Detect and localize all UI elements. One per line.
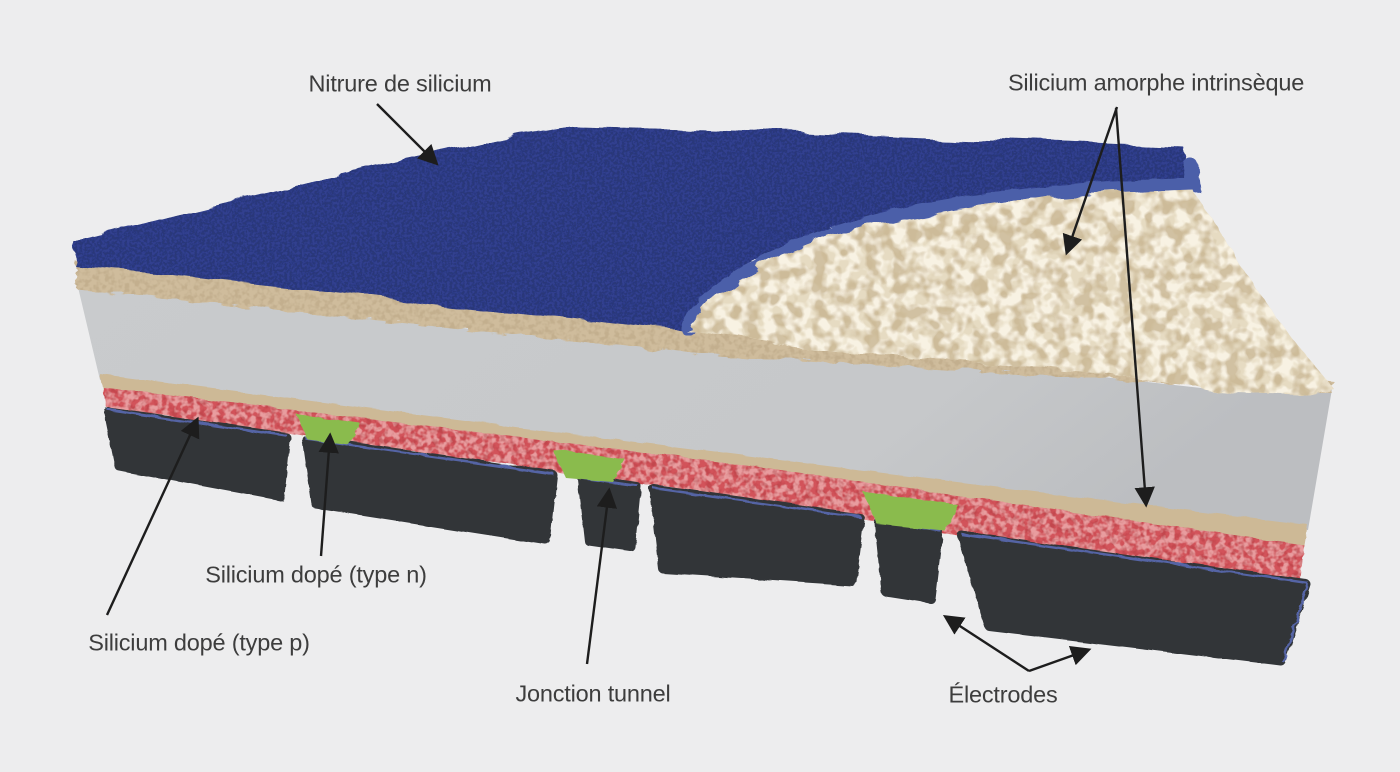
label-doped-silicon-type-n: Silicium dopé (type n) <box>205 561 427 588</box>
electrode-block <box>957 531 1311 666</box>
label-doped-silicon-type-p: Silicium dopé (type p) <box>88 629 310 656</box>
arrow-doped-n <box>318 432 339 557</box>
doped-n-regions <box>296 414 958 531</box>
amorphous-silicon-layer <box>686 190 1332 394</box>
label-intrinsic-amorphous-silicon: Silicium amorphe intrinsèque <box>1007 69 1305 96</box>
annotation-arrows <box>105 103 1155 673</box>
label-tunnel-junction: Jonction tunnel <box>515 680 671 707</box>
electrodes-group <box>103 407 1311 666</box>
label-silicon-nitride: Nitrure de silicium <box>308 70 492 97</box>
arrow-doped-p <box>105 416 200 616</box>
label-electrodes: Électrodes <box>948 681 1058 708</box>
nitride-edge-band <box>681 158 1202 337</box>
doped-n-region <box>296 414 360 445</box>
wafer-gray-layer <box>77 283 1332 530</box>
arrow-electrode-right <box>1028 645 1092 673</box>
doped-n-region <box>552 449 625 482</box>
arrow-amorphous-lower <box>1114 107 1155 508</box>
arrow-nitride <box>376 103 439 166</box>
silicon-nitride-layer <box>73 126 1193 331</box>
electrode-block <box>874 518 944 604</box>
arrow-electrode-left <box>942 614 1030 673</box>
arrow-amorphous-top <box>1062 106 1119 256</box>
arrow-tunnel <box>585 487 618 665</box>
electrode-block <box>577 474 642 552</box>
doped-n-region <box>862 491 958 531</box>
electrode-block <box>103 407 291 501</box>
